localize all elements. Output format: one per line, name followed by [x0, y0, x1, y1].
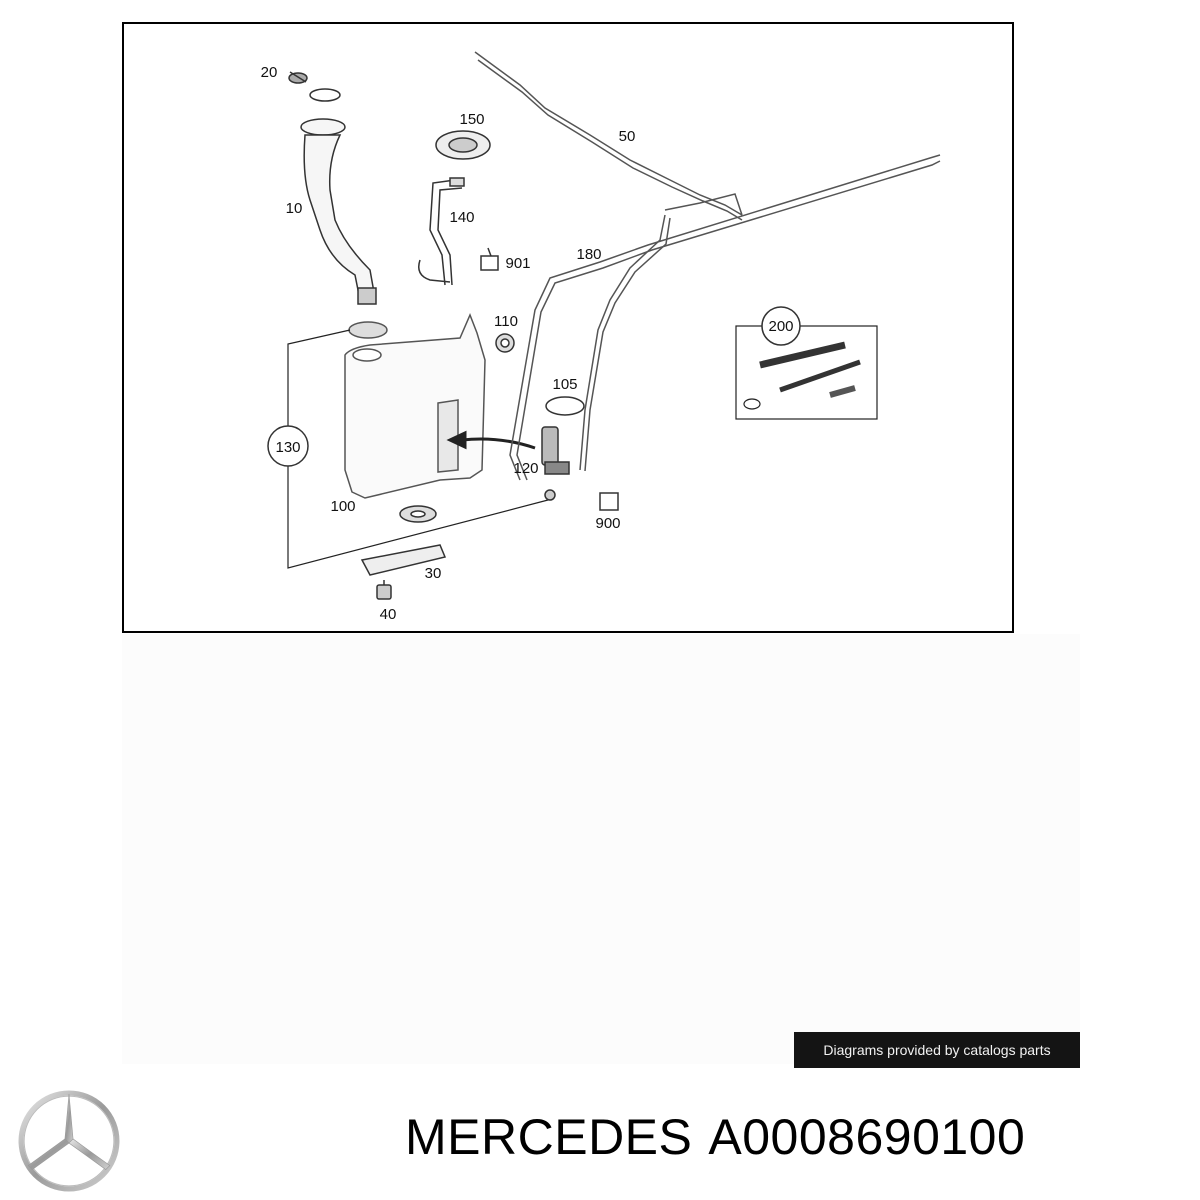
label-120: 120 — [513, 460, 538, 477]
mercedes-star-icon — [18, 1090, 120, 1192]
callout-130-circle — [267, 425, 309, 467]
part-200-repair-kit — [735, 325, 878, 420]
background-panel — [122, 634, 1080, 1064]
part-40-screw — [376, 580, 392, 600]
label-50: 50 — [619, 128, 636, 145]
part-900-connector — [544, 489, 619, 511]
label-150: 150 — [459, 111, 484, 128]
part-20-cap — [288, 71, 341, 102]
brand-name: MERCEDES — [405, 1109, 693, 1165]
label-40: 40 — [380, 606, 397, 623]
label-30: 30 — [425, 565, 442, 582]
callout-130-bracket — [287, 329, 549, 569]
part-10-filler-neck — [300, 118, 377, 305]
part-title: MERCEDES A0008690100 — [405, 1108, 1025, 1166]
label-140: 140 — [449, 209, 474, 226]
part-901-connector — [480, 247, 499, 271]
parts-diagram: 20 10 150 140 901 50 180 110 105 120 130… — [122, 22, 1014, 633]
label-110: 110 — [494, 313, 518, 330]
part-180-hose-line — [509, 154, 941, 481]
label-130: 130 — [275, 439, 300, 456]
part-number: A0008690100 — [708, 1109, 1026, 1165]
part-150-cover — [435, 130, 491, 160]
seal-ring — [399, 505, 437, 523]
label-100: 100 — [330, 498, 355, 515]
part-110-grommet — [495, 333, 515, 353]
part-30-bracket — [360, 544, 447, 576]
assembly-arrow — [446, 430, 536, 450]
part-50-hose — [474, 51, 743, 221]
part-105-clamp — [545, 396, 585, 416]
label-105: 105 — [552, 376, 577, 393]
label-900: 900 — [595, 515, 620, 532]
label-180: 180 — [576, 246, 601, 263]
part-100-tank — [344, 313, 486, 499]
label-901: 901 — [505, 255, 530, 272]
label-200: 200 — [768, 318, 793, 335]
callout-200-circle — [761, 306, 801, 346]
part-140-hose — [418, 177, 465, 286]
diagram-frame — [122, 22, 1014, 633]
part-120-pump — [541, 426, 570, 475]
label-20: 20 — [261, 64, 278, 81]
diagram-credit-caption: Diagrams provided by catalogs parts — [794, 1032, 1080, 1068]
label-10: 10 — [286, 200, 303, 217]
